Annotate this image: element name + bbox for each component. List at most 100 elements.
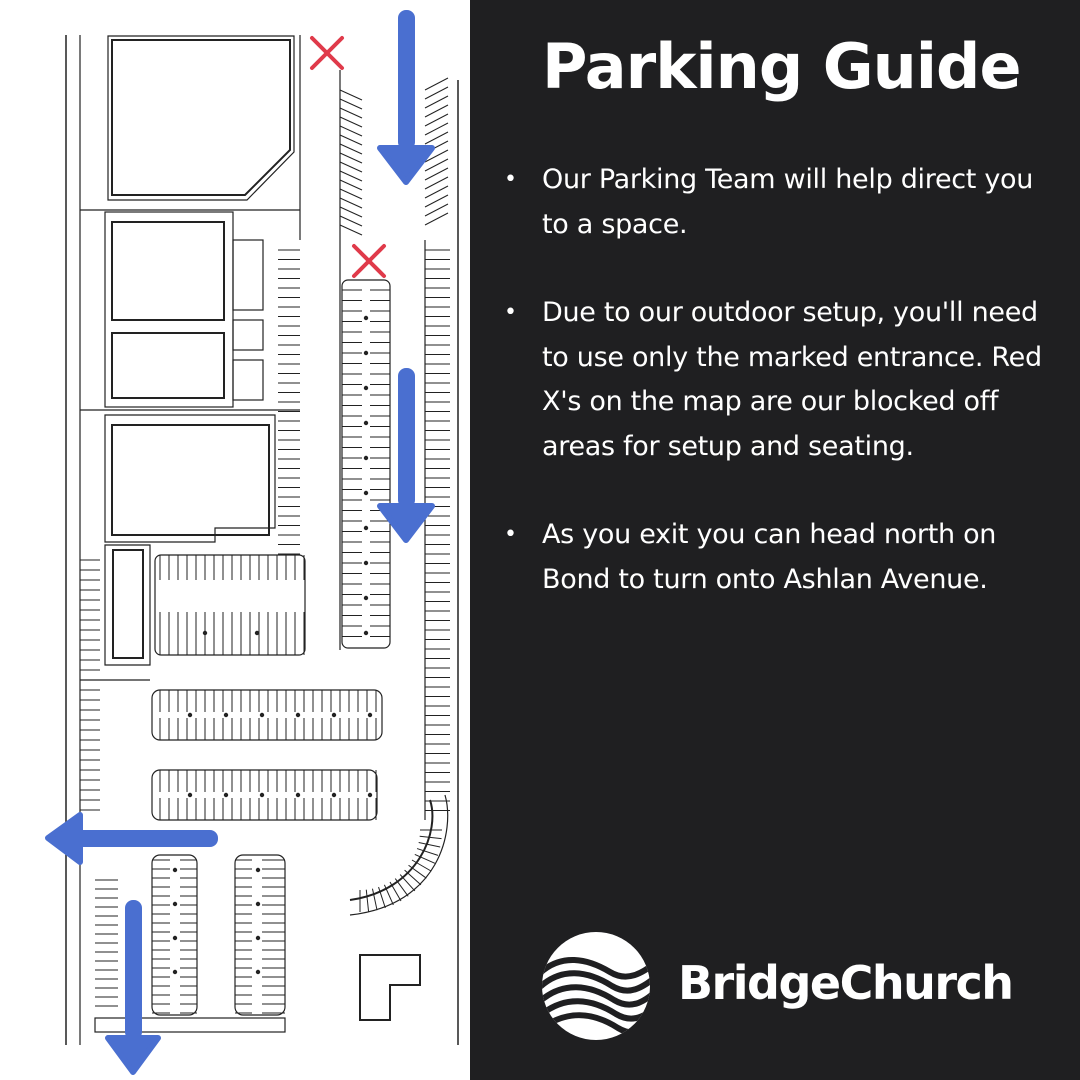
parking-stall-line	[424, 113, 449, 127]
light-pole-marker	[363, 455, 369, 461]
instruction-item: • Our Parking Team will help direct you …	[502, 158, 1062, 247]
parking-stall-line	[383, 884, 394, 906]
light-pole-marker	[295, 712, 301, 718]
light-pole-marker	[254, 630, 260, 636]
parking-stall-line	[389, 881, 402, 902]
parking-stall-line	[424, 104, 449, 118]
parking-stall-line	[418, 841, 441, 848]
light-pole-marker	[223, 712, 229, 718]
parking-stall-line	[339, 197, 363, 209]
parking-stall-line	[424, 86, 449, 100]
bullet-marker: •	[504, 522, 517, 547]
parking-stall-line	[424, 203, 449, 217]
entrance-arrow-down-top	[377, 10, 435, 185]
parking-stall-line	[339, 107, 363, 119]
parking-stall-line	[394, 878, 409, 897]
light-pole-marker	[363, 560, 369, 566]
parking-stall-line	[339, 215, 363, 227]
light-pole-marker	[331, 712, 337, 718]
light-pole-marker	[172, 867, 178, 873]
parking-stall-line	[424, 194, 449, 208]
light-pole-marker	[172, 969, 178, 975]
info-panel: Parking Guide • Our Parking Team will he…	[470, 0, 1080, 1080]
light-pole-marker	[363, 490, 369, 496]
parking-stall-line	[424, 131, 449, 145]
brand-lockup: BridgeChurch	[540, 930, 1060, 1040]
parking-stall-line	[339, 143, 363, 155]
parking-stall-line	[414, 853, 436, 864]
parking-stall-line	[419, 835, 442, 840]
parking-stall-line	[378, 886, 386, 909]
light-pole-marker	[172, 901, 178, 907]
parking-stall-line	[365, 889, 370, 912]
light-pole-marker	[367, 712, 373, 718]
blocked-area-marker-middle	[352, 244, 386, 278]
light-pole-marker	[363, 350, 369, 356]
parking-stall-line	[424, 167, 449, 181]
parking-stall-line	[339, 116, 363, 128]
light-pole-marker	[202, 630, 208, 636]
instruction-text: Due to our outdoor setup, you'll need to…	[542, 297, 1042, 462]
parking-stall-line	[399, 874, 416, 892]
parking-stall-line	[424, 77, 449, 91]
instruction-text: Our Parking Team will help direct you to…	[542, 164, 1034, 240]
light-pole-marker	[363, 630, 369, 636]
parking-stall-line	[411, 859, 432, 872]
instruction-list: • Our Parking Team will help direct you …	[502, 158, 1062, 646]
brand-name: BridgeChurch	[678, 956, 1014, 1010]
parking-stall-line	[424, 185, 449, 199]
parking-stall-line	[339, 125, 363, 137]
parking-stall-line	[424, 212, 449, 226]
parking-stall-line	[339, 206, 363, 218]
light-pole-marker	[172, 935, 178, 941]
light-pole-marker	[363, 595, 369, 601]
parking-lot-map	[0, 0, 470, 1080]
light-pole-marker	[295, 792, 301, 798]
instruction-item: • As you exit you can head north on Bond…	[502, 513, 1062, 602]
parking-stall-line	[339, 89, 363, 101]
light-pole-marker	[259, 712, 265, 718]
light-pole-marker	[223, 792, 229, 798]
light-pole-marker	[363, 420, 369, 426]
light-pole-marker	[363, 385, 369, 391]
parking-stall-line	[339, 179, 363, 191]
light-pole-marker	[187, 792, 193, 798]
parking-stall-line	[339, 152, 363, 164]
blocked-area-marker-top	[310, 36, 344, 70]
light-pole-marker	[255, 935, 261, 941]
parking-stall-line	[416, 848, 439, 856]
drive-arrow-down-middle	[377, 368, 435, 543]
parking-stall-line	[424, 149, 449, 163]
bullet-marker: •	[504, 300, 517, 325]
bullet-marker: •	[504, 167, 517, 192]
parking-stall-line	[424, 95, 449, 109]
instruction-item: • Due to our outdoor setup, you'll need …	[502, 291, 1062, 469]
parking-stall-line	[424, 122, 449, 136]
exit-arrow-down-bottom	[105, 900, 161, 1075]
light-pole-marker	[363, 315, 369, 321]
light-pole-marker	[187, 712, 193, 718]
parking-stall-line	[424, 176, 449, 190]
light-pole-marker	[255, 901, 261, 907]
page-title: Parking Guide	[542, 30, 1021, 103]
light-pole-marker	[255, 969, 261, 975]
parking-stall-line	[424, 158, 449, 172]
parking-stall-line	[339, 98, 363, 110]
site-plan-drawing	[45, 10, 459, 1075]
exit-arrow-left	[45, 812, 218, 865]
parking-stall-line	[339, 161, 363, 173]
instruction-text: As you exit you can head north on Bond t…	[542, 519, 997, 595]
parking-stall-line	[339, 188, 363, 200]
light-pole-marker	[255, 867, 261, 873]
light-pole-marker	[363, 525, 369, 531]
parking-stall-line	[404, 869, 422, 886]
parking-stall-line	[339, 224, 363, 236]
parking-stall-line	[408, 864, 427, 879]
parking-stall-line	[339, 134, 363, 146]
parking-stall-line	[371, 888, 378, 911]
light-pole-marker	[259, 792, 265, 798]
parking-stall-line	[339, 170, 363, 182]
light-pole-marker	[331, 792, 337, 798]
bridge-waves-logo-icon	[542, 932, 650, 1040]
